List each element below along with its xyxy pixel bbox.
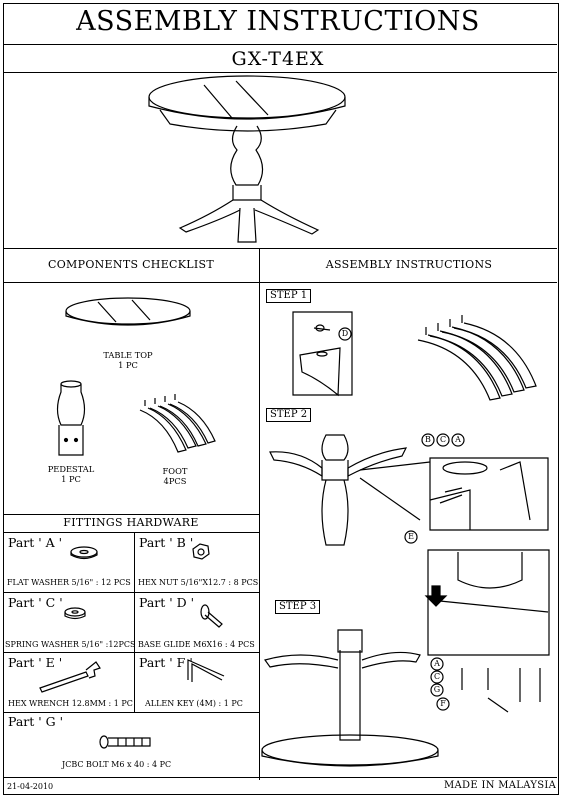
divider — [134, 532, 135, 712]
base-glide-icon — [200, 604, 223, 628]
divider — [4, 777, 557, 778]
made-in-label: MADE IN MALAYSIA — [444, 780, 557, 791]
components-checklist-heading: COMPONENTS CHECKLIST — [48, 258, 214, 271]
foot-qty: 4PCS — [163, 476, 187, 486]
pedestal-name: PEDESTAL — [47, 464, 95, 474]
callout-b: B — [425, 435, 431, 444]
step-3-label: STEP 3 — [275, 600, 321, 614]
divider — [4, 44, 557, 45]
foot-name: FOOT — [162, 466, 188, 476]
part-e-label: Part ' E ' — [8, 655, 63, 670]
part-d-desc: BASE GLIDE M6X16 : 4 PCS — [138, 640, 255, 649]
divider — [4, 248, 557, 249]
divider — [4, 712, 259, 713]
part-e-desc: HEX WRENCH 12.8MM : 1 PC — [8, 699, 133, 708]
table-top-name: TABLE TOP — [103, 350, 153, 360]
assembly-instructions-heading: ASSEMBLY INSTRUCTIONS — [325, 258, 493, 271]
part-b-label: Part ' B ' — [139, 535, 194, 550]
model-number: GX-T4EX — [231, 48, 325, 70]
callout-a: A — [455, 435, 461, 444]
callout-c: C — [439, 435, 447, 444]
part-c-label: Part ' C ' — [8, 595, 63, 610]
divider — [259, 248, 260, 780]
part-g-desc: JCBC BOLT M6 x 40 : 4 PC — [62, 760, 172, 769]
allen-key-icon — [187, 659, 225, 682]
divider — [4, 72, 557, 73]
part-a-label: Part ' A ' — [8, 535, 63, 550]
hex-wrench-icon — [39, 661, 101, 693]
callout-e: E — [408, 532, 414, 541]
table-top-qty: 1 PC — [118, 360, 138, 370]
pedestal-qty: 1 PC — [61, 474, 81, 484]
step-2-label: STEP 2 — [266, 408, 312, 422]
fittings-hardware-heading: FITTINGS HARDWARE — [63, 516, 199, 529]
callout-f: F — [440, 699, 446, 708]
callout-g: G — [433, 685, 441, 694]
callout-c: C — [433, 672, 441, 681]
divider — [4, 532, 259, 533]
part-g-label: Part ' G ' — [8, 714, 64, 729]
divider — [4, 282, 557, 283]
hex-nut-icon — [192, 543, 210, 560]
callout-a: A — [434, 659, 440, 668]
step-1-label: STEP 1 — [266, 289, 312, 303]
part-a-desc: FLAT WASHER 5/16" : 12 PCS — [7, 578, 131, 587]
divider — [4, 592, 259, 593]
callout-d: D — [341, 329, 349, 338]
divider — [4, 652, 259, 653]
spring-washer-icon — [64, 607, 86, 620]
print-date: 21-04-2010 — [7, 782, 54, 791]
divider — [4, 514, 259, 515]
part-d-label: Part ' D ' — [139, 595, 195, 610]
part-c-desc: SPRING WASHER 5/16" :12PCS — [5, 640, 136, 649]
part-f-desc: ALLEN KEY (4M) : 1 PC — [145, 699, 243, 708]
part-f-label: Part ' F ' — [139, 655, 193, 670]
bolt-icon — [99, 735, 151, 749]
flat-washer-icon — [70, 546, 98, 560]
page-title: ASSEMBLY INSTRUCTIONS — [76, 6, 480, 37]
instruction-sheet — [3, 3, 559, 795]
part-b-desc: HEX NUT 5/16"X12.7 : 8 PCS — [138, 578, 259, 587]
